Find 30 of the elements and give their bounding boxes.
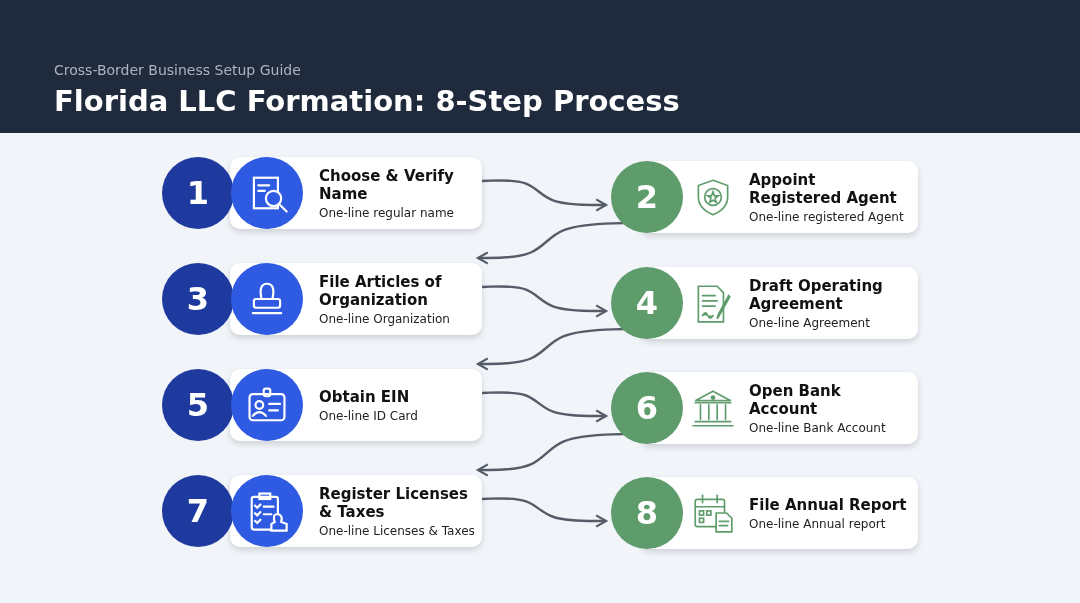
step-description: One-line registered Agent	[749, 209, 904, 224]
step-description: One-line Bank Account	[749, 420, 886, 435]
step-description: One-line Annual report	[749, 516, 886, 531]
step-description: One-line Organization	[319, 311, 450, 326]
step-description: One-line ID Card	[319, 408, 418, 423]
step-number: 4	[611, 267, 683, 339]
step-title: Open Bank Account	[749, 381, 842, 418]
step-number: 7	[162, 475, 234, 547]
step-title: Choose & Verify Name	[319, 166, 455, 203]
step-number: 1	[162, 157, 234, 229]
step-title: File Annual Report	[749, 495, 908, 514]
arrow	[481, 391, 608, 423]
step-number: 5	[162, 369, 234, 441]
step-title: Register Licenses & Taxes	[319, 484, 469, 521]
arrow	[481, 285, 608, 318]
step-description: One-line Agreement	[749, 315, 870, 330]
step-number: 3	[162, 263, 234, 335]
step-number: 2	[611, 161, 683, 233]
step-title: File Articles of Organization	[319, 272, 443, 309]
step-title: Obtain EIN	[319, 387, 411, 406]
step-description: One-line Licenses & Taxes	[319, 523, 475, 538]
step-number: 6	[611, 372, 683, 444]
arrow	[481, 497, 608, 528]
step-title: Draft Operating Agreement	[749, 276, 884, 313]
arrow	[481, 179, 608, 212]
step-title: Appoint Registered Agent	[749, 170, 898, 207]
step-number: 8	[611, 477, 683, 549]
step-description: One-line regular name	[319, 205, 454, 220]
title: Florida LLC Formation: 8-Step Process	[54, 84, 680, 118]
subtitle: Cross-Border Business Setup Guide	[54, 62, 301, 78]
